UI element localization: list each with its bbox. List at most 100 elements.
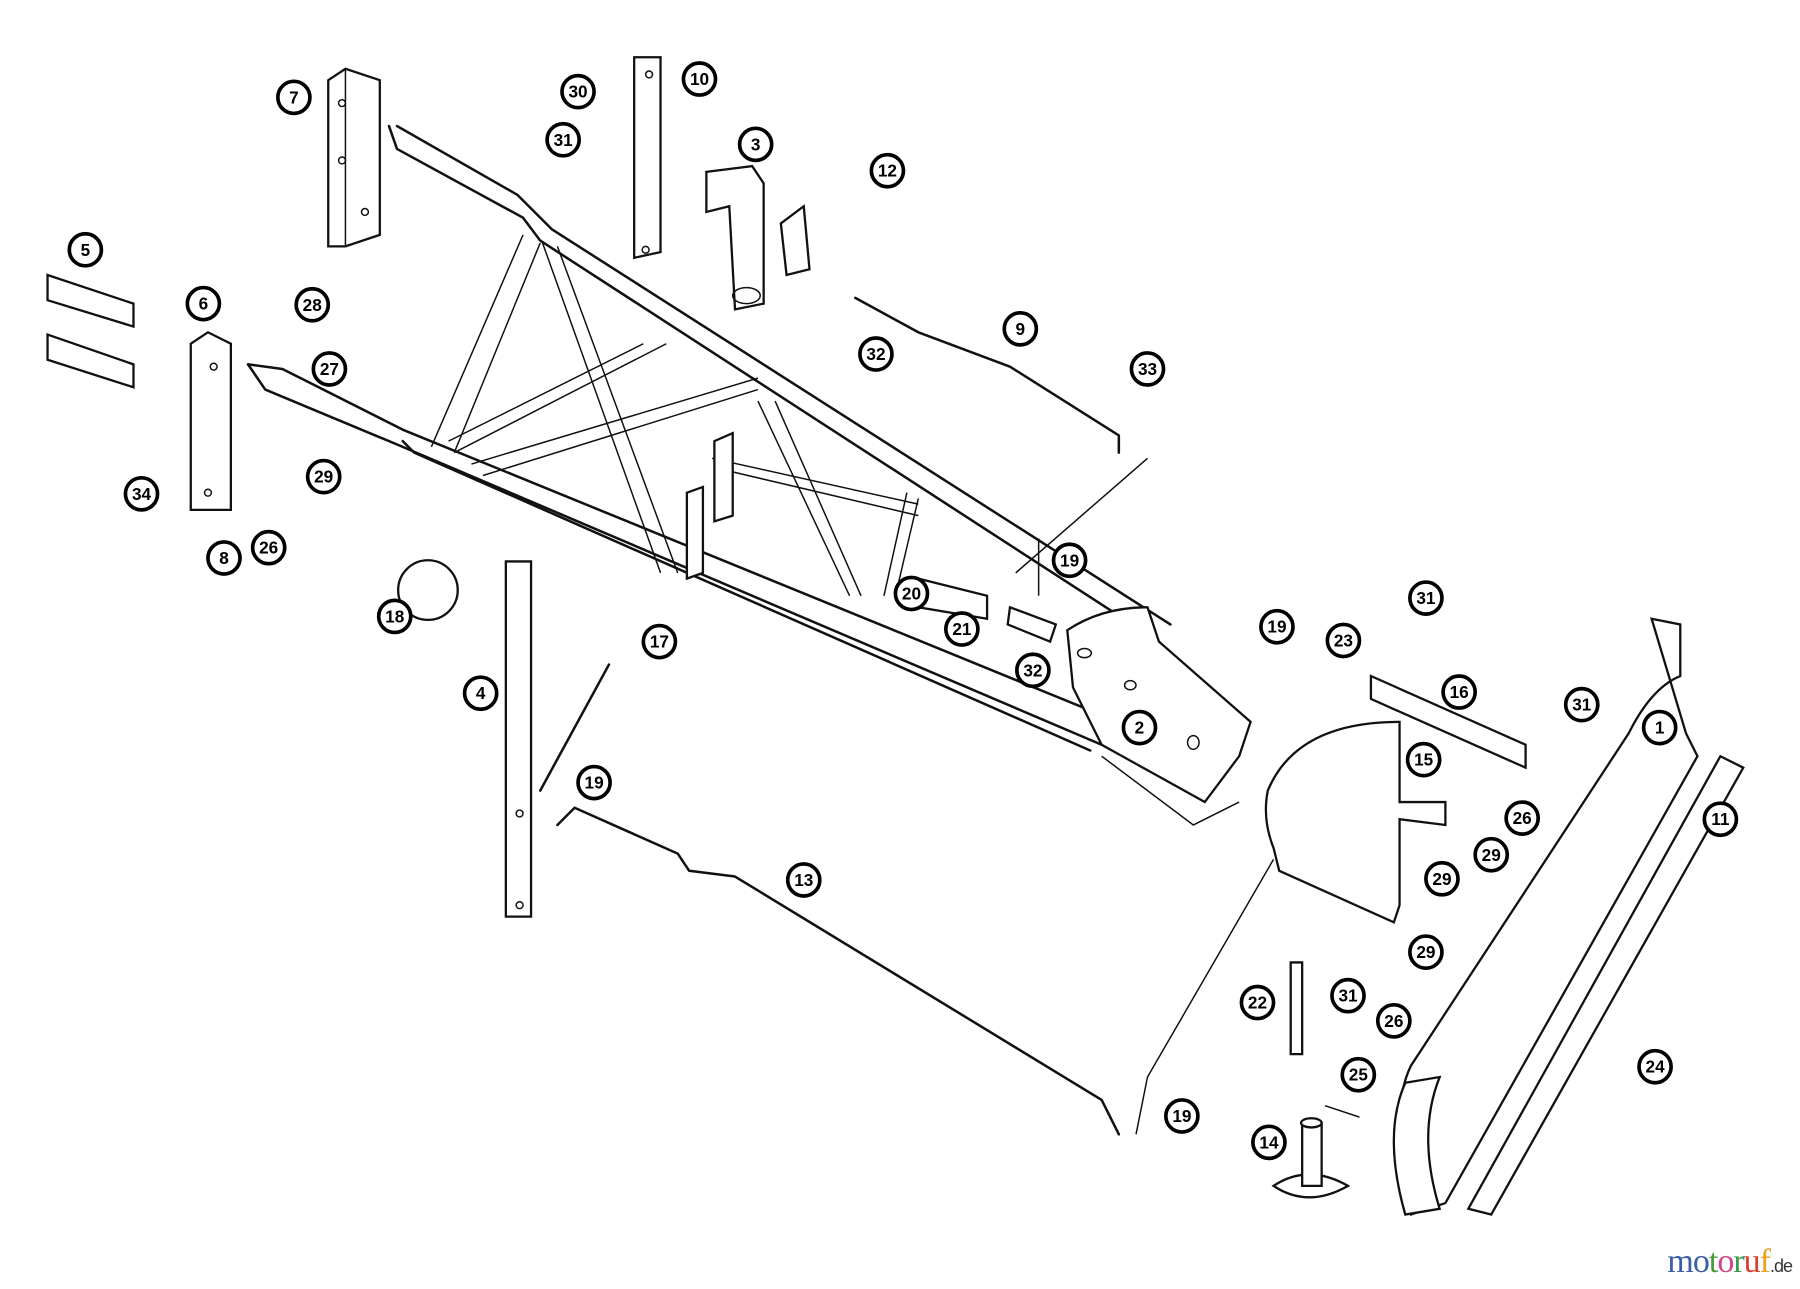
svg-text:13: 13 [794, 870, 813, 890]
callout-29: 29 [1424, 860, 1460, 897]
wm-letter: t [1708, 1243, 1719, 1280]
callout-29: 29 [1408, 934, 1444, 971]
callout-16: 16 [1441, 674, 1478, 710]
callout-26: 26 [250, 529, 287, 566]
callout-14: 14 [1251, 1124, 1287, 1161]
svg-text:1: 1 [1655, 718, 1665, 738]
svg-text:22: 22 [1248, 993, 1267, 1013]
svg-text:30: 30 [568, 82, 587, 102]
svg-text:21: 21 [952, 619, 972, 639]
svg-text:29: 29 [1482, 845, 1501, 865]
brackets [46, 56, 811, 512]
callout-25: 25 [1340, 1056, 1377, 1093]
svg-text:14: 14 [1259, 1132, 1279, 1152]
callout-26: 26 [1375, 1003, 1412, 1039]
callout-32: 32 [1015, 652, 1051, 689]
svg-text:31: 31 [1572, 695, 1592, 715]
svg-text:32: 32 [866, 344, 885, 364]
callout-2: 2 [1121, 709, 1158, 746]
callout-3: 3 [737, 126, 774, 163]
svg-text:19: 19 [1267, 617, 1286, 637]
callout-31: 31 [1563, 686, 1600, 723]
svg-text:29: 29 [314, 467, 333, 487]
callout-19: 19 [1259, 608, 1295, 645]
svg-text:24: 24 [1646, 1057, 1666, 1077]
callout-28: 28 [294, 286, 331, 323]
svg-text:16: 16 [1450, 682, 1469, 702]
svg-text:29: 29 [1432, 869, 1451, 889]
blade-assembly [1135, 617, 1745, 1217]
svg-text:25: 25 [1349, 1065, 1369, 1085]
svg-text:26: 26 [259, 538, 278, 558]
callout-29: 29 [305, 458, 342, 495]
callout-29: 29 [1473, 836, 1510, 873]
callout-4: 4 [462, 675, 499, 712]
svg-text:4: 4 [476, 683, 486, 703]
svg-text:18: 18 [385, 606, 405, 626]
svg-text:26: 26 [1384, 1011, 1403, 1031]
callout-7: 7 [276, 79, 312, 116]
svg-text:7: 7 [289, 87, 299, 107]
svg-text:9: 9 [1016, 319, 1026, 339]
svg-text:6: 6 [199, 294, 209, 314]
svg-text:15: 15 [1414, 750, 1434, 770]
svg-text:29: 29 [1416, 942, 1435, 962]
a-frame [246, 124, 1252, 826]
svg-text:23: 23 [1334, 630, 1353, 650]
svg-text:19: 19 [585, 773, 604, 793]
svg-text:26: 26 [1513, 808, 1532, 828]
callout-19: 19 [1163, 1098, 1200, 1134]
svg-text:33: 33 [1138, 359, 1157, 379]
svg-text:11: 11 [1711, 809, 1730, 829]
callout-11: 11 [1702, 801, 1739, 838]
svg-text:19: 19 [1172, 1106, 1191, 1126]
callout-33: 33 [1129, 351, 1166, 387]
callout-31: 31 [1330, 977, 1366, 1014]
callout-19: 19 [1051, 542, 1088, 579]
wm-letter: o [1692, 1243, 1710, 1280]
svg-text:31: 31 [1338, 986, 1358, 1006]
svg-text:32: 32 [1023, 660, 1042, 680]
svg-text:34: 34 [132, 484, 152, 504]
rods [397, 296, 1148, 1136]
watermark-logo: motoruf.de [1667, 1243, 1793, 1281]
callout-9: 9 [1002, 310, 1039, 347]
callout-8: 8 [206, 540, 242, 576]
svg-text:20: 20 [902, 584, 921, 604]
callout-13: 13 [785, 862, 822, 898]
svg-text:5: 5 [81, 240, 91, 260]
callout-23: 23 [1325, 622, 1362, 659]
callout-5: 5 [67, 231, 104, 268]
svg-text:10: 10 [690, 69, 709, 89]
callout-20: 20 [893, 575, 930, 612]
svg-text:17: 17 [650, 632, 669, 652]
svg-text:28: 28 [303, 295, 323, 315]
svg-text:12: 12 [878, 161, 897, 181]
callout-15: 15 [1405, 741, 1442, 778]
callout-17: 17 [641, 623, 678, 660]
wm-suffix: .de [1769, 1256, 1793, 1276]
callout-34: 34 [123, 475, 160, 512]
wm-letter: o [1717, 1243, 1734, 1280]
callout-31: 31 [1408, 580, 1444, 616]
callout-30: 30 [560, 73, 596, 110]
svg-text:8: 8 [219, 548, 229, 568]
callout-19: 19 [576, 764, 612, 801]
svg-text:19: 19 [1060, 550, 1079, 570]
svg-text:2: 2 [1135, 718, 1145, 738]
svg-text:27: 27 [320, 359, 339, 379]
wm-letter: u [1743, 1243, 1761, 1280]
callout-12: 12 [869, 152, 906, 189]
svg-text:31: 31 [1416, 588, 1436, 608]
wm-letter: m [1667, 1243, 1693, 1280]
callout-21: 21 [943, 611, 980, 647]
wm-letter: r [1733, 1243, 1744, 1280]
callout-18: 18 [376, 598, 413, 635]
callout-27: 27 [311, 351, 348, 387]
callout-22: 22 [1239, 984, 1276, 1021]
svg-text:31: 31 [554, 130, 574, 150]
callout-1: 1 [1641, 709, 1678, 746]
wm-letter: f [1759, 1243, 1771, 1280]
svg-text:3: 3 [751, 134, 761, 154]
